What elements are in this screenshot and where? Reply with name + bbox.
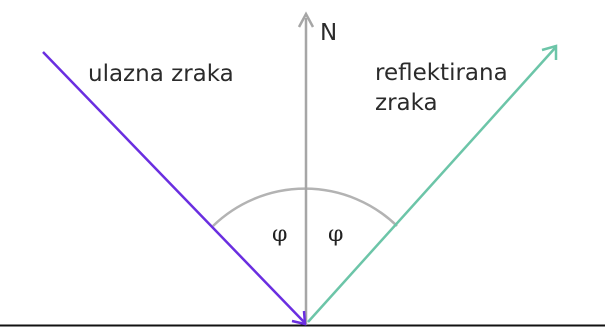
incident-ray <box>42 51 305 323</box>
incident-ray-label: ulazna zraka <box>88 61 234 87</box>
normal-label: N <box>320 20 337 46</box>
normal-arrowhead <box>297 11 315 28</box>
reflected-ray-label-line1: reflektirana <box>375 60 508 86</box>
incidence-angle-label: φ <box>272 222 287 247</box>
reflection-angle-label: φ <box>328 222 343 247</box>
reflected-ray <box>307 47 556 323</box>
reflected-ray-label-line2: zraka <box>375 90 438 116</box>
reflected-ray-arrowhead <box>541 44 558 60</box>
incident-ray-arrowhead <box>291 310 307 326</box>
